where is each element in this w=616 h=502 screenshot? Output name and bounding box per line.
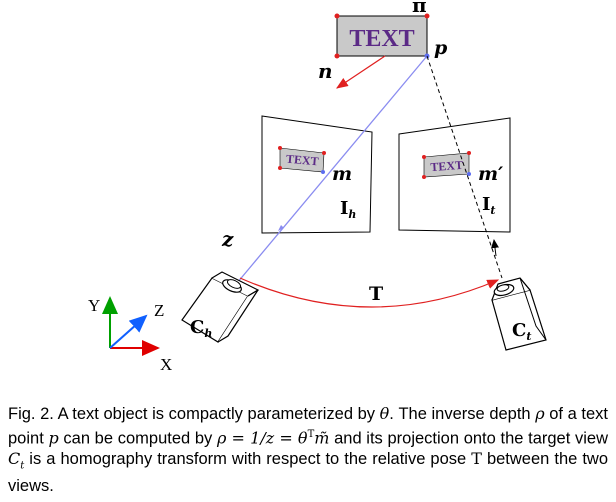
figure-diagram: TEXT π p n TEXT m Ih TEXT m′ It z T [88, 0, 547, 374]
axis-y-label: Y [88, 296, 100, 315]
m-label: m [332, 163, 352, 185]
ih-label: Ih [340, 198, 356, 221]
pi-label: π [412, 0, 427, 17]
axis-z-label: Z [154, 301, 164, 320]
image-plane-h: TEXT [261, 115, 373, 234]
text-object-label: TEXT [349, 26, 414, 52]
ch-label: Ch [190, 317, 212, 340]
camera-h-icon [181, 271, 260, 343]
p-label: p [434, 37, 448, 59]
ct-label: Ct [512, 320, 531, 343]
text-object-plane: TEXT [334, 13, 430, 59]
figure-caption: Fig. 2. A text object is compactly param… [8, 404, 609, 496]
z-label: z [221, 227, 234, 251]
m-prime-label: m′ [478, 163, 503, 185]
text-object-label-t: TEXT [430, 158, 464, 174]
ray-ch-to-p [236, 55, 428, 284]
camera-t-icon [491, 277, 547, 351]
normal-arrow [336, 55, 386, 89]
text-object-label-h: TEXT [285, 152, 319, 169]
n-label: n [318, 59, 333, 83]
it-label: It [482, 194, 496, 217]
axes-icon [102, 296, 160, 356]
image-plane-t: TEXT [398, 117, 511, 233]
T-label: T [369, 283, 383, 305]
relative-pose-arc [239, 277, 500, 308]
axis-x-label: X [160, 355, 172, 374]
